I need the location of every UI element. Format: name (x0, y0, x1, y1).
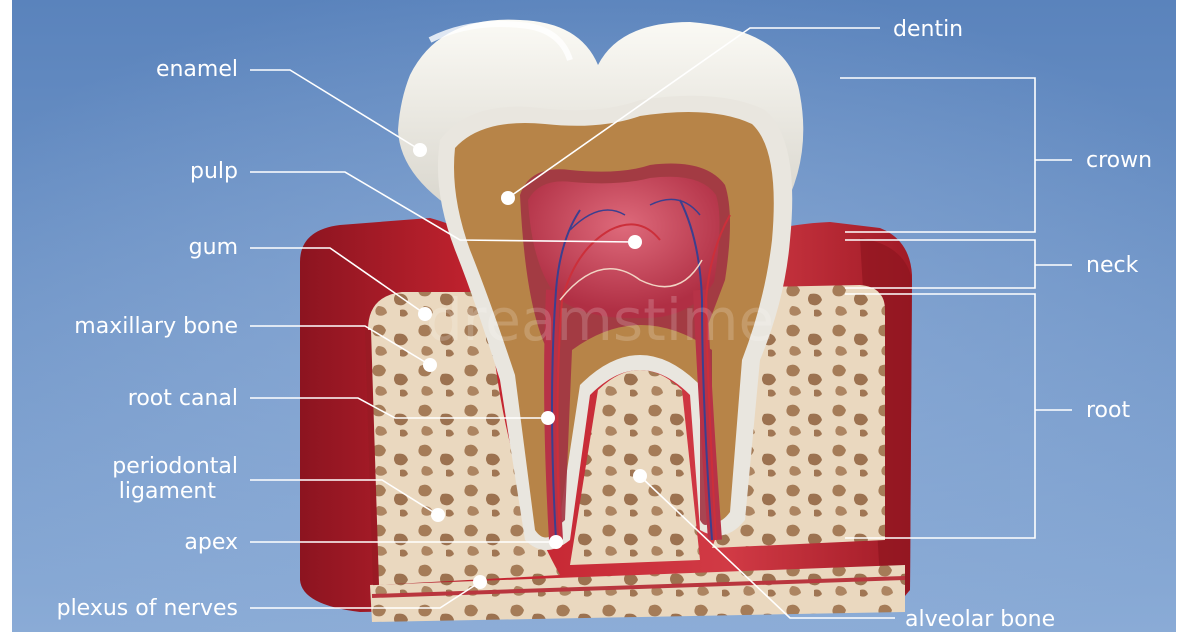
label-pulp: pulp (190, 159, 238, 184)
label-root-canal: root canal (128, 386, 238, 411)
root-canal-dot (541, 411, 555, 425)
label-root: root (1086, 398, 1130, 423)
label-maxillary-bone: maxillary bone (74, 314, 238, 339)
gum-dot (418, 307, 432, 321)
plexus-dot (473, 575, 487, 589)
left-margin (0, 0, 12, 632)
label-crown: crown (1086, 148, 1152, 173)
label-neck: neck (1086, 253, 1139, 278)
label-gum: gum (189, 235, 238, 260)
apex-dot (549, 535, 563, 549)
pulp-dot (628, 235, 642, 249)
label-dentin: dentin (893, 17, 963, 42)
label-alveolar-bone: alveolar bone (905, 607, 1055, 632)
right-margin (1176, 0, 1186, 632)
watermark: dreamstime (426, 286, 774, 354)
label-periodontal-2: ligament (119, 479, 217, 504)
label-apex: apex (184, 530, 238, 555)
label-periodontal-1: periodontal (112, 454, 238, 479)
periodontal-ligament-dot (431, 508, 445, 522)
maxillary-bone-dot (423, 358, 437, 372)
enamel-dot (413, 143, 427, 157)
alveolar-bone-dot (633, 469, 647, 483)
label-plexus-of-nerves: plexus of nerves (57, 596, 238, 621)
label-enamel: enamel (156, 57, 238, 82)
dentin-dot (501, 191, 515, 205)
